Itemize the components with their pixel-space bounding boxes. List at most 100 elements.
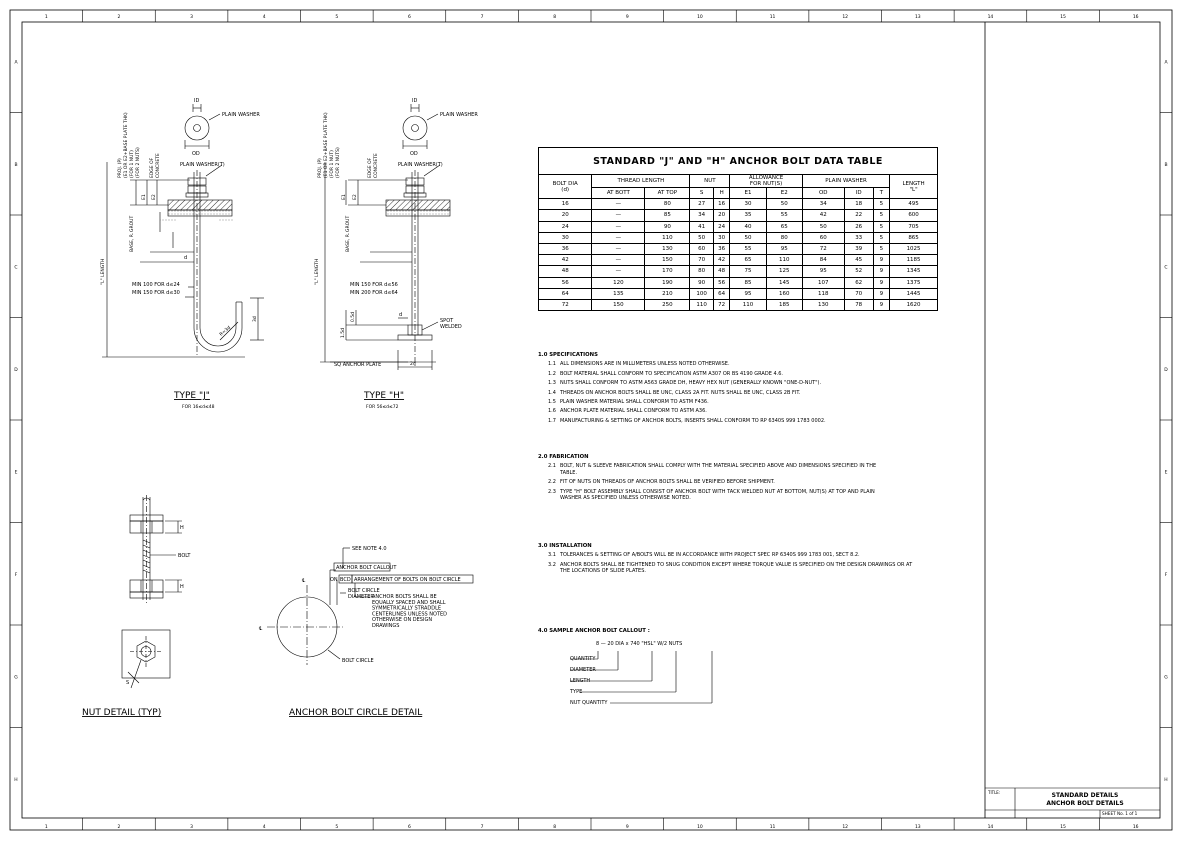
- table-cell: 16: [537, 198, 593, 211]
- table-cell: 72: [712, 298, 731, 312]
- table-cell: 42: [801, 209, 845, 222]
- type-h-edge1: EDGE OF: [367, 157, 373, 178]
- table-cell: 9: [872, 254, 891, 267]
- type-j-length: "L" LENGTH: [100, 259, 106, 285]
- table-cell: 90: [689, 276, 714, 289]
- nut-detail-title: NUT DETAIL (TYP): [82, 708, 161, 718]
- type-h-05d: 0.5d: [350, 312, 356, 322]
- table-cell: —: [591, 265, 646, 278]
- table-cell: 190: [644, 276, 691, 289]
- table-cell: 70: [689, 254, 714, 267]
- table-cell: 1620: [889, 298, 938, 312]
- border-column-label: 8: [553, 824, 556, 830]
- spec-item-text: ALL DIMENSIONS ARE IN MILLIMETERS UNLESS…: [560, 361, 730, 368]
- table-cell: 85: [644, 209, 691, 222]
- border-column-label: 5: [335, 824, 338, 830]
- circle-bcd-1: BOLT CIRCLE: [348, 588, 380, 594]
- table-subheader: AT TOP: [644, 186, 691, 200]
- type-j-e1: E1: [141, 194, 147, 200]
- nut-detail-labels: H H BOLT S NUT DETAIL (TYP): [82, 525, 191, 718]
- table-cell: 95: [729, 287, 767, 300]
- nut-detail: [121, 495, 182, 689]
- table-cell: 70: [843, 287, 874, 300]
- type-h-od: OD: [410, 151, 418, 157]
- table-cell: 110: [644, 231, 691, 244]
- table-cell: 26: [843, 220, 874, 233]
- border-row-label: G: [14, 674, 18, 680]
- table-header-length: LENGTH"L": [889, 173, 938, 200]
- border-column-label: 10: [697, 14, 703, 20]
- spec-item-number: 1.5: [548, 399, 556, 406]
- table-cell: —: [591, 198, 646, 211]
- spec-item: 1.5 PLAIN WASHER MATERIAL SHALL CONFORM T…: [548, 399, 938, 405]
- table-cell: 5: [872, 198, 891, 211]
- table-cell: 110: [729, 298, 767, 312]
- border-row-label: D: [1164, 367, 1168, 373]
- border-row-label: E: [1165, 469, 1168, 475]
- table-cell: 24: [712, 220, 731, 233]
- table-cell: 36: [712, 242, 731, 256]
- callout-label: TYPE: [570, 689, 583, 695]
- border-labels: 1122334455667788991010111112121313141415…: [14, 14, 1168, 830]
- border-row-label: B: [14, 162, 17, 168]
- spec-item-number: 2.2: [548, 479, 556, 486]
- spec-item-number: 1.2: [548, 370, 556, 377]
- type-j-edge1: EDGE OF: [149, 157, 155, 178]
- table-cell: 5: [872, 242, 891, 256]
- circle-note-line: OTHERWISE ON DESIGN: [372, 617, 432, 623]
- spec-item-number: 1.4: [548, 389, 556, 396]
- spec-3-heading: 3.0 INSTALLATION: [538, 543, 592, 549]
- type-j-min1: MIN 100 FOR d≤24: [132, 282, 180, 288]
- table-cell: 1345: [889, 265, 938, 278]
- table-cell: 210: [644, 287, 691, 300]
- table-cell: 55: [765, 209, 803, 222]
- border-column-label: 7: [481, 824, 484, 830]
- type-j-e2: E2: [151, 194, 157, 200]
- table-cell: 1375: [889, 276, 938, 289]
- type-h-2d: 2d: [410, 361, 416, 367]
- border-column-label: 3: [190, 14, 193, 20]
- type-h-base: BASE, R.: [345, 233, 351, 252]
- border-column-label: 7: [481, 14, 484, 20]
- title-line-1: STANDARD DETAILS: [1051, 792, 1119, 799]
- border-row-label: A: [14, 59, 18, 65]
- table-cell: 30: [537, 231, 593, 244]
- nut-h-bottom: H: [180, 584, 184, 590]
- spec-item-text: ANCHOR BOLTS SHALL BE TIGHTENED TO SNUG …: [560, 561, 913, 575]
- table-cell: 16: [712, 198, 731, 211]
- circle-see-note: SEE NOTE 4.0: [352, 546, 387, 552]
- type-j-for2: (FOR 2 NUTS): [135, 147, 141, 178]
- table-cell: 30: [729, 198, 767, 211]
- border-row-label: E: [15, 469, 18, 475]
- type-h-for2: (FOR 2 NUTS): [335, 147, 341, 178]
- sheet-number: SHEET No. 1 of 1: [1102, 811, 1138, 816]
- type-h-proj: PROJ. (P): [317, 158, 323, 178]
- spec-item-text: TYPE "H" BOLT ASSEMBLY SHALL CONSIST OF …: [560, 488, 875, 502]
- table-cell: —: [591, 220, 646, 233]
- table-cell: 20: [712, 209, 731, 222]
- table-header-nut: NUT: [689, 174, 731, 188]
- spec-item-text: PLAIN WASHER MATERIAL SHALL CONFORM TO A…: [560, 399, 709, 406]
- type-h-length: "L" LENGTH: [314, 259, 320, 285]
- table-cell: 50: [689, 231, 714, 244]
- type-h-e1: E1: [341, 194, 347, 200]
- table-cell: 42: [712, 254, 731, 267]
- spec-item-text: BOLT, NUT & SLEEVE FABRICATION SHALL COM…: [560, 463, 877, 476]
- table-cell: —: [591, 231, 646, 244]
- spec-item-number: 1.6: [548, 408, 556, 415]
- table-cell: 125: [765, 265, 803, 278]
- type-j-plain-washer: PLAIN WASHER: [222, 112, 260, 118]
- border-row-label: A: [1164, 59, 1168, 65]
- table-cell: 55: [729, 242, 767, 256]
